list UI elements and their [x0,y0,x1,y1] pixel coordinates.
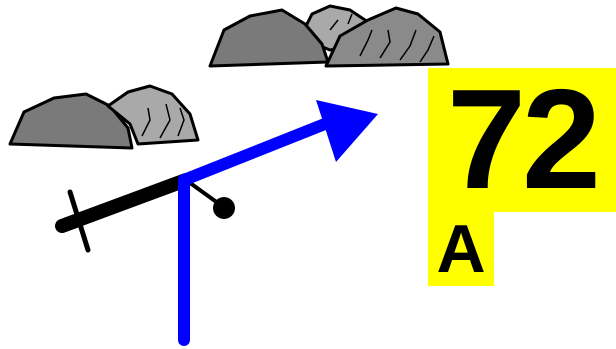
arrow-head [316,100,378,162]
gun-icon [62,180,235,250]
sign-letter: A [428,212,494,286]
sign-number: 72 [428,68,616,212]
rock-cluster-left [10,86,198,148]
route-arrow-icon [184,118,340,340]
rock-cluster-top [210,6,448,66]
